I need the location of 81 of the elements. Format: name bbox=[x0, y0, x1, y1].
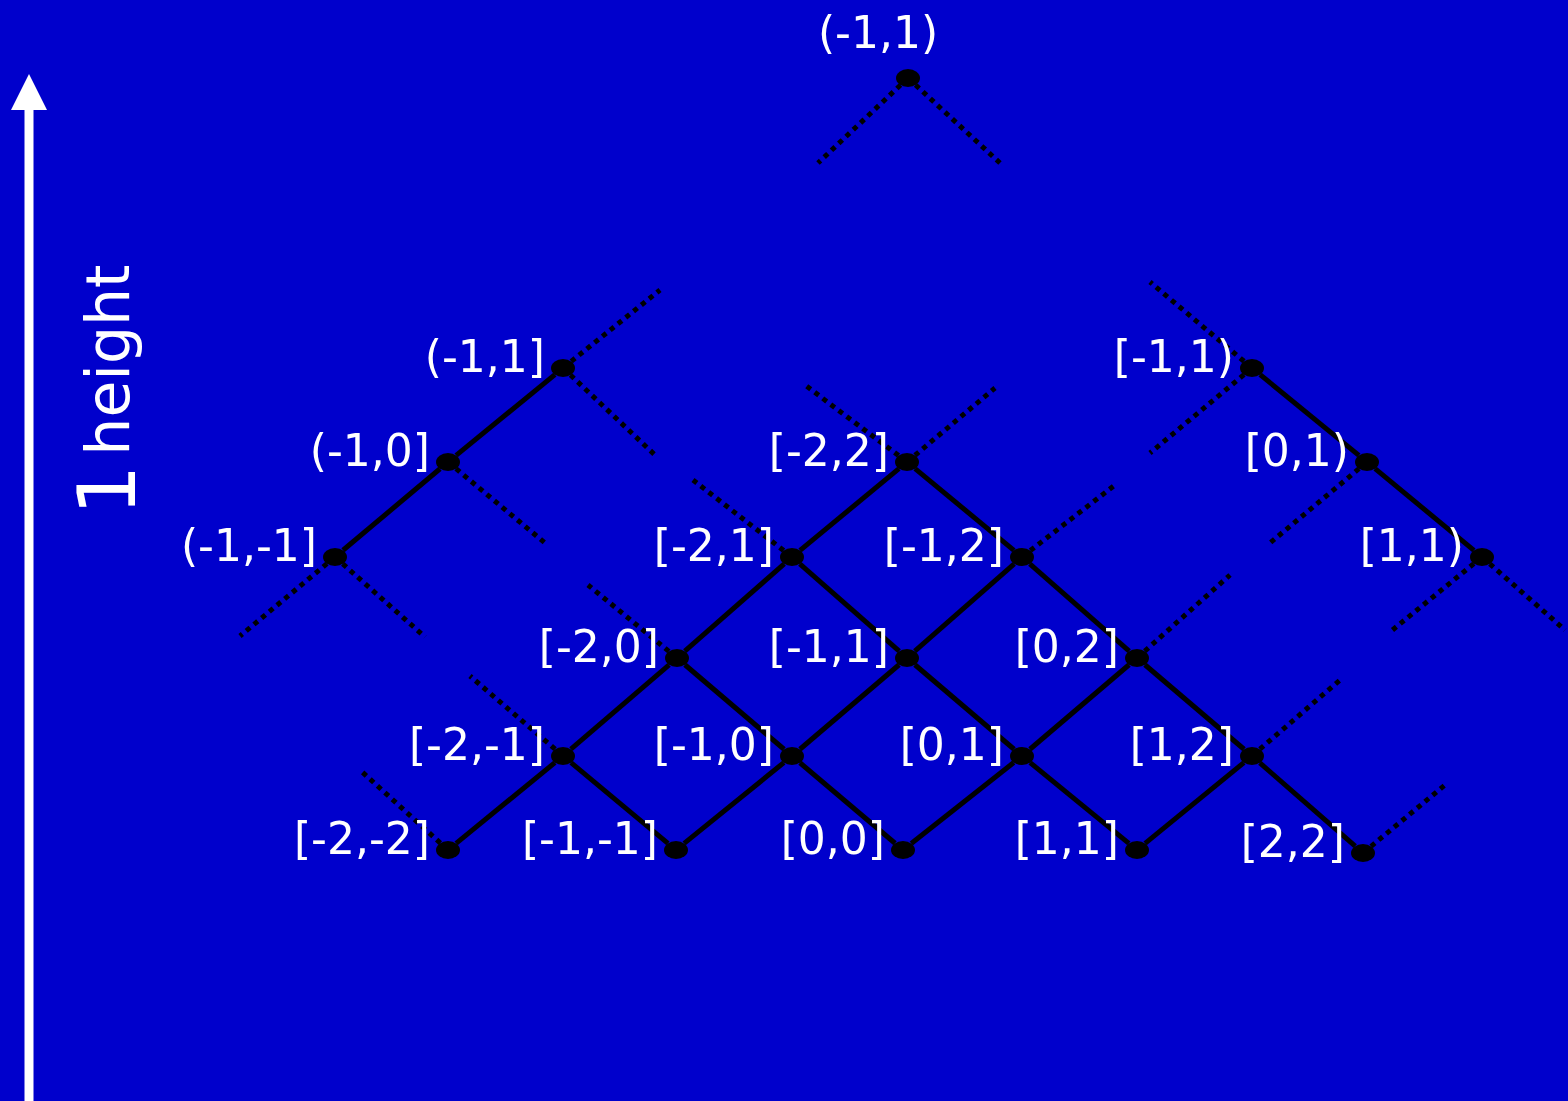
line bbox=[1143, 760, 1246, 846]
line bbox=[1143, 662, 1246, 752]
interval-label: [-2,2] bbox=[768, 426, 889, 476]
line bbox=[569, 662, 671, 752]
dotted-line bbox=[816, 83, 903, 165]
line bbox=[341, 466, 442, 553]
line bbox=[454, 760, 557, 846]
point-marker bbox=[1240, 359, 1264, 377]
line bbox=[682, 760, 786, 846]
dotted-line bbox=[1268, 466, 1361, 545]
interval-label: [-1,0] bbox=[653, 720, 774, 770]
dotted-line bbox=[803, 383, 901, 458]
dotted-line bbox=[1258, 678, 1342, 752]
interval-label: [0,2] bbox=[1014, 622, 1119, 672]
dotted-line bbox=[454, 466, 547, 545]
point-marker bbox=[551, 359, 575, 377]
line bbox=[798, 760, 897, 846]
interval-label: [0,1] bbox=[899, 720, 1004, 770]
interval-label: [-1,1] bbox=[768, 622, 889, 672]
interval-label: [-1,2] bbox=[883, 521, 1004, 571]
interval-label: [1,2] bbox=[1129, 720, 1234, 770]
dotted-line bbox=[1388, 561, 1476, 634]
interval-label: [1,1) bbox=[1359, 521, 1464, 571]
line bbox=[798, 561, 901, 654]
interval-label: [-1,-1] bbox=[521, 814, 658, 864]
line bbox=[683, 561, 786, 654]
line bbox=[569, 760, 670, 846]
dotted-line bbox=[1488, 561, 1567, 632]
line bbox=[1258, 372, 1361, 458]
dotted-line bbox=[913, 83, 1002, 165]
point-marker bbox=[1125, 841, 1149, 859]
line bbox=[1028, 561, 1131, 654]
point-marker bbox=[1351, 844, 1375, 862]
point-marker bbox=[436, 841, 460, 859]
dotted-line bbox=[238, 561, 329, 638]
point-marker bbox=[436, 453, 460, 471]
interval-label: [1,1] bbox=[1014, 814, 1119, 864]
interval-label: [0,1) bbox=[1244, 426, 1349, 476]
dotted-line bbox=[1148, 372, 1246, 455]
dotted-line bbox=[1028, 483, 1117, 553]
line bbox=[1028, 662, 1131, 752]
interval-label: [-2,-2] bbox=[293, 814, 430, 864]
point-marker bbox=[664, 841, 688, 859]
interval-label: [-2,1] bbox=[653, 521, 774, 571]
line bbox=[909, 760, 1016, 846]
point-marker bbox=[896, 69, 920, 87]
axis-label: 1 bbox=[68, 464, 148, 516]
interval-label: [-2,0] bbox=[538, 622, 659, 672]
interval-label: [-2,-1] bbox=[408, 720, 545, 770]
line bbox=[798, 466, 901, 553]
line bbox=[683, 662, 786, 752]
point-marker bbox=[323, 548, 347, 566]
dotted-line bbox=[586, 583, 671, 654]
dotted-line bbox=[1369, 783, 1447, 849]
point-marker bbox=[1470, 548, 1494, 566]
line bbox=[1258, 760, 1357, 849]
line bbox=[798, 662, 901, 752]
dotted-line bbox=[913, 386, 997, 458]
interval-label: [0,0] bbox=[780, 814, 885, 864]
line bbox=[913, 662, 1016, 752]
dotted-line bbox=[568, 373, 657, 457]
line bbox=[1028, 760, 1131, 846]
interval-label: (-1,0] bbox=[309, 426, 430, 476]
dotted-line bbox=[358, 768, 443, 845]
interval-label: (-1,-1] bbox=[180, 521, 317, 571]
line bbox=[913, 561, 1016, 654]
dotted-line bbox=[468, 674, 557, 752]
line bbox=[454, 372, 557, 458]
interval-label: (-1,1) bbox=[817, 8, 939, 58]
dotted-line bbox=[1143, 573, 1232, 653]
interval-label: (-1,1] bbox=[424, 332, 545, 382]
dotted-line bbox=[1148, 280, 1246, 364]
dotted-line bbox=[569, 288, 662, 364]
point-marker bbox=[891, 841, 915, 859]
interval-label: [2,2] bbox=[1240, 817, 1345, 867]
dotted-line bbox=[341, 562, 427, 639]
interval-label: [-1,1) bbox=[1113, 332, 1234, 382]
line bbox=[1373, 466, 1476, 553]
dotted-line bbox=[691, 478, 786, 553]
line bbox=[913, 466, 1016, 553]
point-marker bbox=[1355, 453, 1379, 471]
